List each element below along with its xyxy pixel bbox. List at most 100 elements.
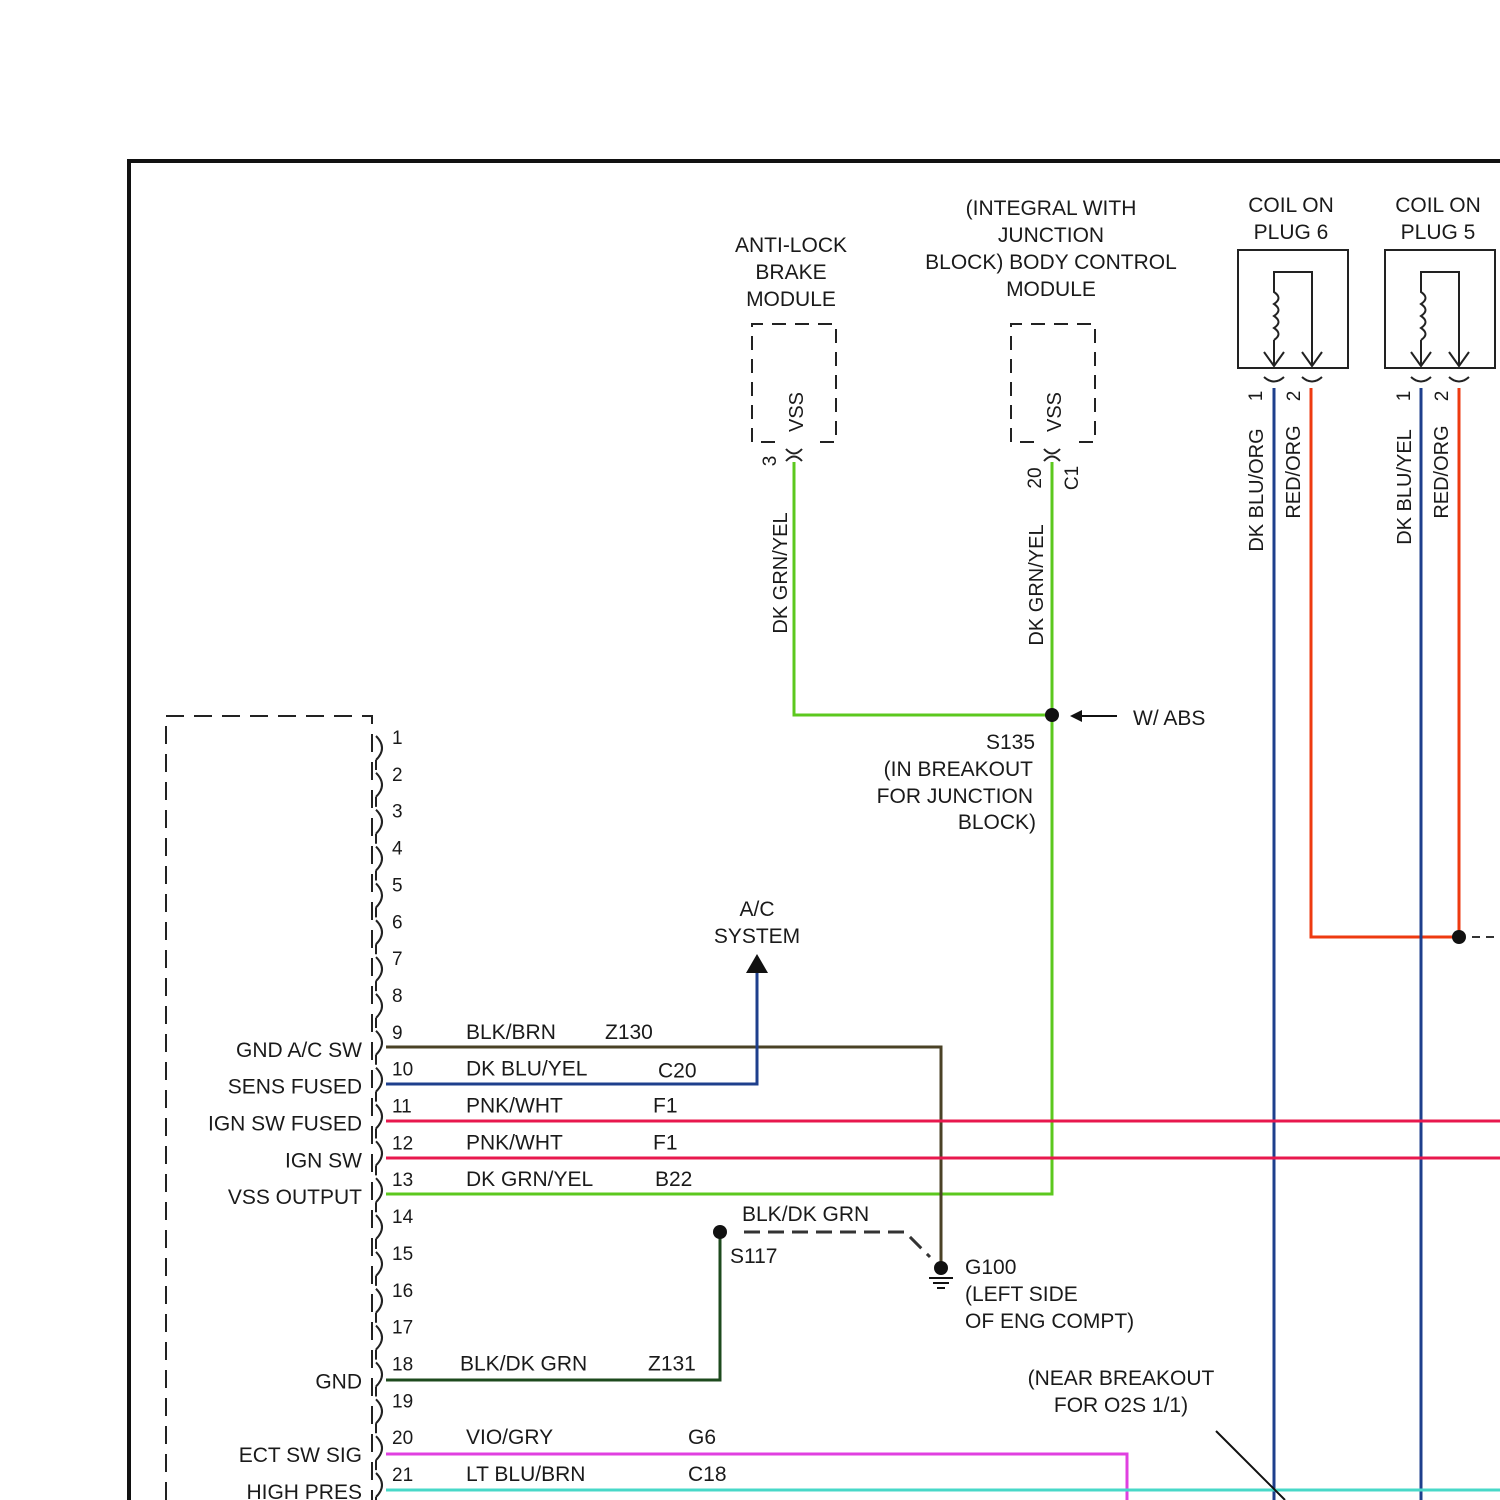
- pcm-pin-wire-color: BLK/BRN: [466, 1021, 556, 1044]
- abs-wire-label: DK GRN/YEL: [770, 512, 792, 633]
- splice-s117-dot: [713, 1225, 727, 1239]
- pcm-pin-terminal: [376, 773, 382, 807]
- pcm-pin-terminal: [376, 1178, 382, 1212]
- coil5-box: [1385, 250, 1495, 368]
- pcm-pin-circuit-id: Z130: [605, 1021, 653, 1044]
- bcm-connector-id: C1: [1062, 466, 1083, 490]
- pcm-pin-number: 18: [392, 1354, 413, 1375]
- pcm-pin-number: 15: [392, 1244, 413, 1265]
- coil5-winding: [1421, 272, 1459, 366]
- wires: [386, 388, 1500, 1500]
- pcm-pin-circuit-id: B22: [655, 1168, 692, 1191]
- coil6-box: [1238, 250, 1348, 368]
- coil5-wire-2-label: RED/ORG: [1431, 425, 1453, 518]
- pcm-pin-terminal: [376, 1068, 382, 1102]
- pcm-pin-number: 8: [392, 986, 403, 1007]
- pcm-pin-circuit-id: G6: [688, 1426, 716, 1449]
- abs-title-line-1: ANTI-LOCK: [735, 234, 847, 257]
- pcm-pin-terminal: [376, 1326, 382, 1360]
- pcm-pin-number: 9: [392, 1023, 403, 1044]
- coil5-wire-1-label: DK BLU/YEL: [1394, 429, 1416, 545]
- s117-id: S117: [730, 1245, 778, 1268]
- ac-system-line-1: A/C: [739, 898, 774, 921]
- bcm-pin-name: VSS: [1044, 392, 1066, 432]
- coil6-pin-2: 2: [1284, 391, 1305, 402]
- ground-g100: G100 (LEFT SIDE OF ENG COMPT): [929, 1256, 1134, 1333]
- pcm-pin-name: VSS OUTPUT: [228, 1186, 362, 1209]
- coil6-arrowheads: [1264, 352, 1322, 366]
- o2s-note-line-1: (NEAR BREAKOUT: [1028, 1367, 1215, 1390]
- pcm-pin-wire-color: PNK/WHT: [466, 1131, 563, 1154]
- pcm-pin-terminal: [376, 1105, 382, 1139]
- s135-note-line-3: BLOCK): [958, 811, 1036, 834]
- abs-pin-name: VSS: [786, 392, 808, 432]
- pcm-pin-name: GND: [315, 1370, 362, 1393]
- s135-id: S135: [986, 731, 1035, 754]
- coil6-winding: [1274, 272, 1312, 366]
- o2s-note-line-2: FOR O2S 1/1): [1054, 1394, 1188, 1417]
- pcm-pin-number: 17: [392, 1318, 413, 1339]
- pcm-pin-terminal: [376, 847, 382, 881]
- pcm-pin-circuit-id: C18: [688, 1463, 727, 1486]
- pcm-pin-circuit-id: F1: [653, 1095, 678, 1118]
- pcm-pin-number: 12: [392, 1133, 413, 1154]
- pcm-pin-number: 20: [392, 1428, 413, 1449]
- ac-system-arrowhead: [746, 954, 768, 973]
- pcm-pin-number: 3: [392, 802, 403, 823]
- pcm-pin-terminal: [376, 1031, 382, 1065]
- pcm-pin-wire-color: VIO/GRY: [466, 1426, 553, 1449]
- ac-system: A/C SYSTEM: [714, 898, 800, 973]
- pcm-pin-number: 21: [392, 1465, 413, 1486]
- pcm-pin-terminal: [376, 883, 382, 917]
- pcm-pin-terminal: [376, 1436, 382, 1470]
- g100-note-line-2: OF ENG COMPT): [965, 1310, 1134, 1333]
- splice-red-org-dot: [1452, 930, 1466, 944]
- bcm-wire-label: DK GRN/YEL: [1026, 524, 1048, 645]
- ground-symbol-icon: [929, 1278, 953, 1288]
- body-control-module: (INTEGRAL WITH JUNCTION BLOCK) BODY CONT…: [925, 197, 1177, 490]
- pcm-pin-terminal: [376, 920, 382, 954]
- pcm-pin-terminal: [376, 1362, 382, 1396]
- pcm-pin-wire-color: LT BLU/BRN: [466, 1463, 585, 1486]
- pcm-pin-wire-color: BLK/DK GRN: [460, 1352, 587, 1375]
- pcm-pin-terminal: [376, 1252, 382, 1286]
- abs-title-line-3: MODULE: [746, 288, 836, 311]
- pcm-pin-terminal: [376, 957, 382, 991]
- pcm-pin-number: 2: [392, 765, 403, 786]
- abs-pin-number: 3: [760, 456, 781, 467]
- coil6-wire-2-label: RED/ORG: [1283, 425, 1305, 518]
- pcm-pin-circuit-id: C20: [658, 1060, 697, 1083]
- ac-system-line-2: SYSTEM: [714, 925, 800, 948]
- anti-lock-brake-module: ANTI-LOCK BRAKE MODULE VSS 3: [735, 234, 847, 466]
- pcm-pin-name: IGN SW: [285, 1149, 362, 1172]
- coil5-title-line-1: COIL ON: [1395, 194, 1481, 217]
- ground-jumper-wire-label: BLK/DK GRN: [742, 1203, 869, 1226]
- pcm-pin-number: 16: [392, 1281, 413, 1302]
- pcm-pin-wire-color: DK BLU/YEL: [466, 1058, 587, 1081]
- o2s-note: (NEAR BREAKOUT FOR O2S 1/1): [1028, 1367, 1285, 1500]
- splice-s135-dot: [1045, 708, 1059, 722]
- pcm-pin-name: ECT SW SIG: [239, 1444, 362, 1467]
- pcm-pin-number: 14: [392, 1207, 414, 1228]
- pcm-pin-name: IGN SW FUSED: [208, 1113, 362, 1136]
- coil5-pin-1: 1: [1394, 391, 1415, 402]
- pcm-pin-name: HIGH PRES: [246, 1481, 362, 1500]
- pcm-pin-terminal: [376, 1215, 382, 1249]
- abs-connector-terminal: [786, 449, 802, 461]
- s135-note-line-2: FOR JUNCTION: [877, 785, 1033, 808]
- coil6-title-line-1: COIL ON: [1248, 194, 1334, 217]
- bcm-pin-number: 20: [1025, 467, 1046, 488]
- coil5-arrowheads: [1411, 352, 1469, 366]
- pcm-pin-terminal: [376, 1473, 382, 1500]
- coil5-pin-2: 2: [1432, 391, 1453, 402]
- pcm-pin-circuit-id: F1: [653, 1131, 678, 1154]
- w-abs-arrowhead: [1070, 710, 1082, 722]
- pcm-pin-name: SENS FUSED: [228, 1076, 362, 1099]
- coil6-terminals: [1264, 377, 1322, 382]
- coil5-terminals: [1411, 377, 1469, 382]
- pcm-pin-number: 5: [392, 875, 403, 896]
- pcm-pin-name: GND A/C SW: [236, 1039, 362, 1062]
- bcm-title-line-1: (INTEGRAL WITH: [966, 197, 1137, 220]
